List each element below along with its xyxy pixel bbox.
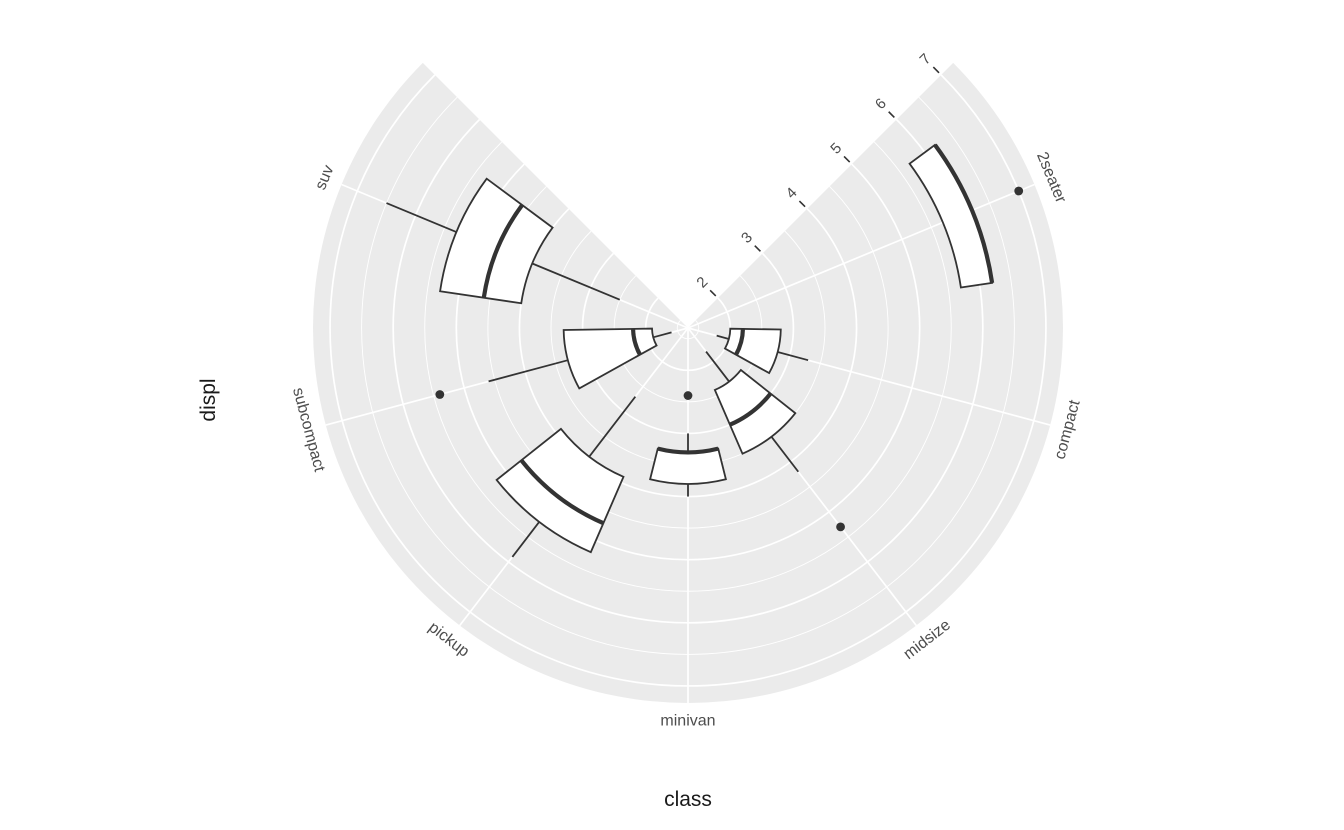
median-line	[933, 143, 995, 284]
boxplot-layer	[386, 143, 1024, 558]
median-line	[630, 328, 642, 356]
median-line	[657, 446, 719, 455]
whisker-lower	[531, 262, 621, 301]
outlier-point	[836, 522, 845, 532]
r-tick-label: 2	[693, 274, 711, 292]
whisker-upper	[777, 351, 809, 362]
r-tick-mark	[709, 289, 717, 297]
whisker-upper	[511, 521, 540, 558]
median-line	[729, 392, 773, 427]
y-axis-title: displ	[197, 378, 220, 421]
median-line	[734, 328, 746, 356]
box-body	[723, 327, 782, 375]
outlier-point	[435, 390, 445, 399]
r-tick-mark	[798, 200, 806, 208]
whisker-lower	[588, 396, 637, 458]
outlier-point	[683, 391, 693, 400]
whisker-lower	[705, 350, 730, 383]
category-label: minivan	[660, 713, 715, 730]
r-tick-label: 7	[917, 50, 935, 68]
r-tick-mark	[754, 245, 761, 252]
r-tick-mark	[888, 111, 895, 118]
theta-grid-spoke	[687, 183, 1035, 329]
r-tick-label: 5	[827, 140, 845, 158]
r-tick-mark	[843, 155, 851, 163]
outlier-point	[1014, 186, 1024, 196]
median-line	[481, 203, 524, 299]
r-tick-label: 6	[872, 95, 890, 113]
r-tick-mark	[932, 66, 940, 74]
category-label: compact	[1052, 398, 1084, 461]
box-body	[439, 177, 554, 305]
whisker-lower	[716, 334, 730, 340]
whisker-upper	[770, 436, 800, 473]
median-line	[519, 458, 605, 526]
r-tick-label: 3	[738, 229, 756, 247]
whisker-upper	[488, 359, 569, 383]
category-label: suv	[312, 163, 337, 193]
box-body	[495, 427, 625, 554]
whisker-lower	[653, 331, 672, 339]
whisker-upper	[386, 202, 457, 233]
x-axis-title: class	[664, 788, 712, 811]
r-tick-label: 4	[783, 184, 801, 202]
grid-layer	[325, 74, 1051, 703]
